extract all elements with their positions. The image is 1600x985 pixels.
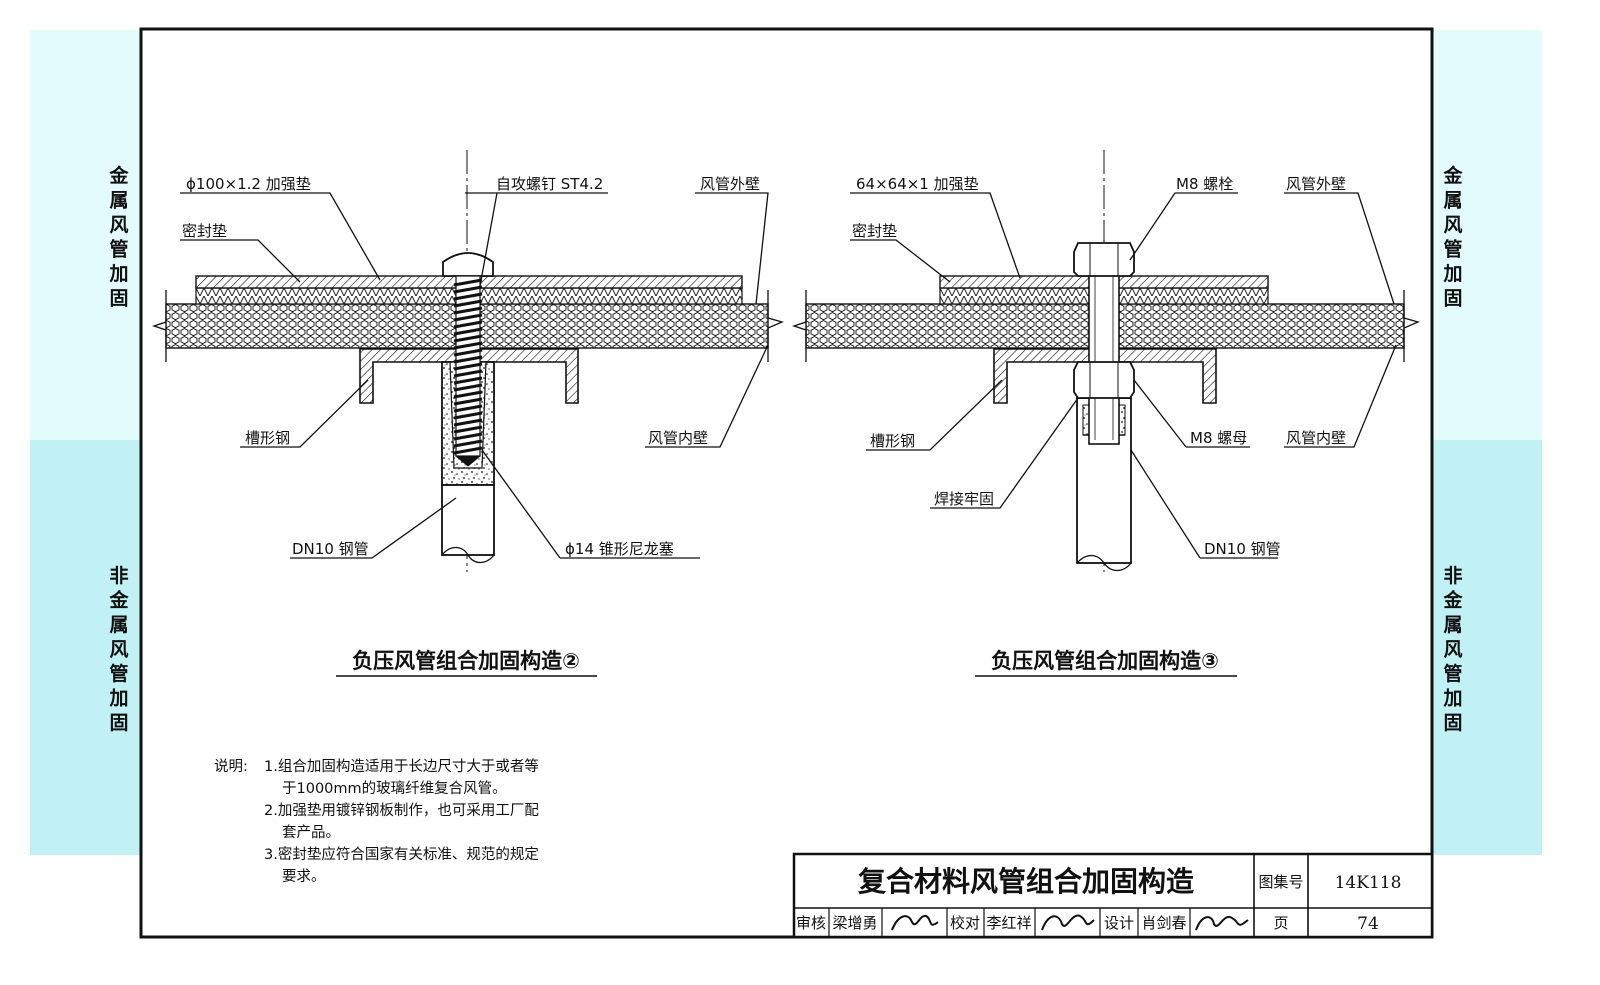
label-washer: ϕ100×1.2 加强垫 [186, 175, 311, 193]
label-inner-wall: 风管内壁 [1286, 429, 1346, 447]
side-tab-char: 金 [1442, 589, 1463, 612]
label-nut: M8 螺母 [1190, 429, 1247, 447]
label-washer: 64×64×1 加强垫 [856, 175, 979, 193]
detail-2-leaders [180, 192, 769, 559]
page-number: 74 [1357, 914, 1379, 934]
side-tab-char: 非 [109, 565, 128, 587]
side-tab-char: 固 [109, 288, 128, 310]
side-tab-backgrounds [30, 30, 1542, 855]
side-tab-char: 金 [108, 589, 129, 612]
note-line: 2.加强垫用镀锌钢板制作，也可采用工厂配 [264, 801, 539, 819]
checker-name: 李红祥 [986, 914, 1031, 932]
label-plug: ϕ14 锥形尼龙塞 [565, 540, 674, 558]
label-outer-wall: 风管外壁 [1286, 175, 1346, 193]
designer-signature [1195, 915, 1249, 931]
side-tab-char: 风 [1443, 639, 1462, 661]
label-channel: 槽形钢 [245, 429, 290, 447]
atlas-label: 图集号 [1258, 873, 1303, 891]
side-tab-char: 风 [109, 214, 128, 236]
side-tab-char: 加 [108, 688, 128, 710]
drawing-title: 复合材料风管组合加固构造 [858, 865, 1194, 898]
notes-heading: 说明: [214, 758, 248, 775]
design-label: 设计 [1104, 914, 1134, 932]
side-tab-char: 金 [1442, 164, 1463, 187]
label-seal: 密封垫 [852, 222, 897, 240]
detail-2-labels: ϕ100×1.2 加强垫 自攻螺钉 ST4.2 风管外壁 密封垫 槽形钢 风管内… [182, 175, 760, 558]
reviewer-name: 梁增勇 [832, 914, 877, 932]
side-tab-char: 加 [1442, 688, 1462, 710]
side-tab-char: 风 [1443, 214, 1462, 236]
label-pipe: DN10 钢管 [292, 540, 369, 558]
note-line: 3.密封垫应符合国家有关标准、规范的规定 [264, 845, 539, 863]
label-seal: 密封垫 [182, 222, 227, 240]
m8-bolt-head [1073, 242, 1135, 277]
label-inner-wall: 风管内壁 [648, 429, 708, 447]
label-weld: 焊接牢固 [934, 490, 994, 508]
checker-signature [1041, 914, 1095, 931]
detail-3-leaders [850, 192, 1397, 559]
side-tab-char: 加 [1442, 263, 1462, 285]
side-tab-char: 管 [1443, 662, 1462, 685]
detail-2-drawing [151, 150, 784, 572]
note-line: 要求。 [282, 868, 326, 885]
side-tab-char: 管 [109, 238, 128, 261]
label-outer-wall: 风管外壁 [700, 175, 760, 193]
notes-block: 说明: 1.组合加固构造适用于长边尺寸大于或者等 于1000mm的玻璃纤维复合风… [214, 757, 539, 885]
detail-3-drawing [791, 150, 1420, 572]
title-block: 复合材料风管组合加固构造 图集号 14K118 审核 梁增勇 校对 李红祥 设计… [792, 852, 1434, 939]
m8-nut [1073, 361, 1135, 399]
side-tab-char: 属 [109, 614, 128, 636]
side-tab-char: 风 [109, 639, 128, 661]
side-tab-char: 管 [109, 662, 128, 685]
side-tab-char: 固 [1443, 712, 1462, 734]
reviewer-signature [891, 914, 939, 931]
side-tab-char: 属 [109, 190, 128, 212]
check-label: 校对 [950, 914, 980, 932]
detail-3-labels: 64×64×1 加强垫 M8 螺栓 风管外壁 密封垫 槽形钢 M8 螺母 风管内… [852, 175, 1346, 558]
label-pipe: DN10 钢管 [1204, 540, 1281, 558]
side-tab-char: 固 [109, 712, 128, 734]
label-channel: 槽形钢 [870, 432, 915, 450]
side-tab-char: 属 [1443, 190, 1462, 212]
label-screw: 自攻螺钉 ST4.2 [496, 175, 603, 193]
review-label: 审核 [796, 914, 826, 932]
note-line: 1.组合加固构造适用于长边尺寸大于或者等 [264, 757, 539, 775]
label-bolt: M8 螺栓 [1176, 175, 1233, 193]
atlas-number: 14K118 [1335, 873, 1402, 893]
side-tab-char: 加 [108, 263, 128, 285]
note-line: 于1000mm的玻璃纤维复合风管。 [282, 779, 507, 797]
side-tab-char: 管 [1443, 238, 1462, 261]
side-tab-char: 非 [1443, 565, 1462, 587]
side-tab-char: 属 [1443, 614, 1462, 636]
designer-name: 肖剑春 [1141, 914, 1186, 932]
sheet-frame [139, 27, 1434, 939]
note-line: 套产品。 [282, 824, 340, 841]
detail-3-title: 负压风管组合加固构造③ [991, 649, 1219, 673]
self-tapping-screw-head [442, 252, 494, 277]
page-label: 页 [1273, 914, 1288, 932]
side-tab-char: 固 [1443, 288, 1462, 310]
detail-2-title: 负压风管组合加固构造② [352, 649, 580, 673]
side-tab-char: 金 [108, 164, 129, 187]
self-tapping-screw-thread [453, 275, 483, 467]
